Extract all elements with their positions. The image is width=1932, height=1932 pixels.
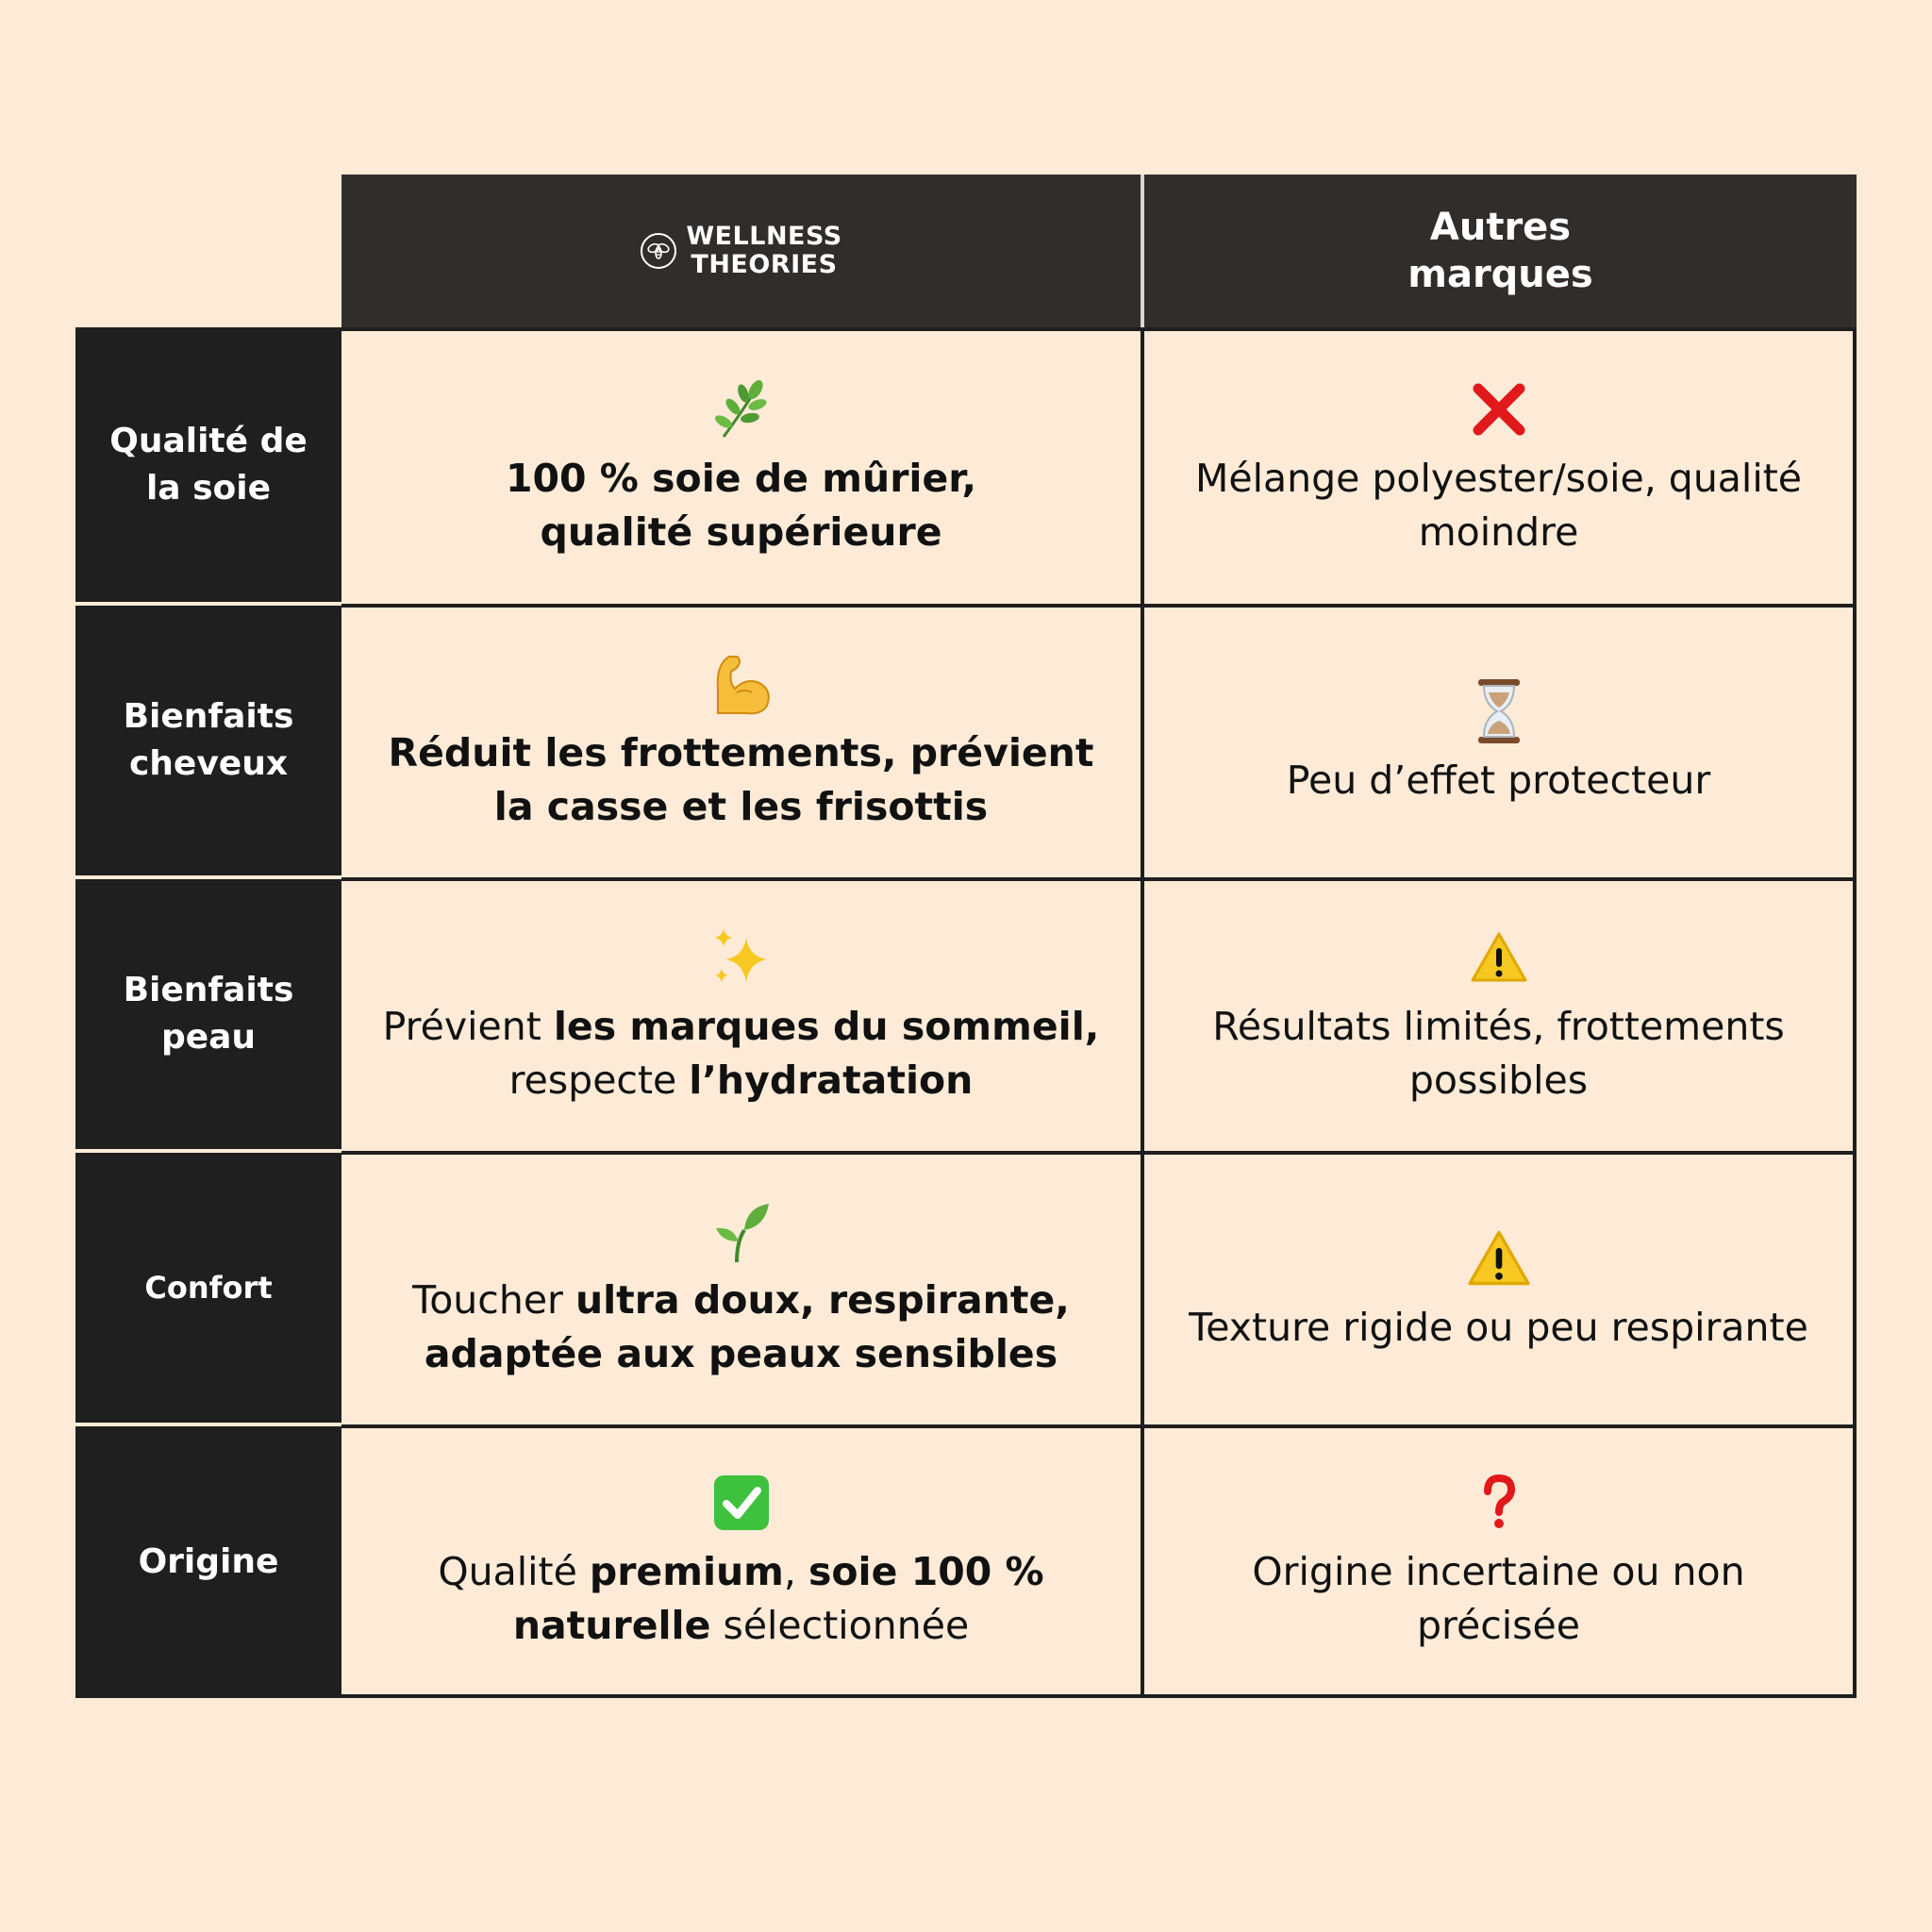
other-cell-origine: Origine incertaine ou non précisée (1144, 1424, 1857, 1698)
brand-text-peau: Prévient les marques du sommeil, respect… (374, 1000, 1109, 1108)
text-segment: Réduit les frottements, prévient (388, 730, 1094, 775)
text-segment: qualité supérieure (540, 508, 942, 555)
brand-name-line1: WELLNESS (686, 222, 842, 251)
comparison-table: WELLNESS THEORIES Autres marques Qualité… (75, 175, 1857, 1698)
other-text-peau: Résultats limités, frottements possibles (1212, 1004, 1785, 1103)
brand-text-confort: Toucher ultra doux, respirante, adaptée … (374, 1274, 1109, 1381)
text-segment: Qualité (438, 1549, 590, 1594)
brand-cell-cheveux: Réduit les frottements, prévient la cass… (341, 604, 1144, 877)
text-segment: les marques du sommeil, (553, 1004, 1100, 1049)
text-segment: Toucher (412, 1277, 575, 1323)
other-cell-cheveux: Peu d’effet protecteur (1144, 604, 1857, 877)
sparkles-icon (708, 924, 774, 991)
text-segment: , (783, 1549, 808, 1594)
other-text-origine: Origine incertaine ou non précisée (1252, 1549, 1745, 1648)
other-text-cheveux: Peu d’effet protecteur (1286, 757, 1711, 803)
text-segment: l’hydratation (689, 1058, 974, 1103)
brand-cell-peau: Prévient les marques du sommeil, respect… (341, 877, 1144, 1151)
hourglass-icon (1466, 678, 1532, 744)
bee-logo-icon (641, 233, 677, 269)
row-label-confort: Confort (75, 1149, 341, 1423)
cross-mark-icon (1466, 376, 1532, 442)
text-segment: respecte (508, 1058, 690, 1103)
brand-text-origine: Qualité premium, soie 100 % naturelle sé… (374, 1545, 1109, 1653)
brand-cell-origine: Qualité premium, soie 100 % naturelle sé… (341, 1424, 1144, 1698)
brand-text-qualite: 100 % soie de mûrier, qualité supérieure (374, 452, 1109, 559)
other-cell-peau: Résultats limités, frottements possibles (1144, 877, 1857, 1151)
text-segment: la casse et les frisottis (493, 784, 989, 829)
text-segment: 100 % soie de mûrier, (505, 455, 977, 501)
other-cell-qualite: Mélange polyester/soie, qualité moindre (1144, 327, 1857, 604)
herb-icon (708, 376, 774, 442)
brand-cell-qualite: 100 % soie de mûrier, qualité supérieure (341, 327, 1144, 604)
row-label-qualite: Qualité de la soie (75, 327, 341, 602)
other-cell-confort: Texture rigide ou peu respirante (1144, 1151, 1857, 1424)
brand-cell-confort: Toucher ultra doux, respirante, adaptée … (341, 1151, 1144, 1424)
text-segment: ultra doux, respirante, adaptée aux peau… (424, 1277, 1070, 1376)
warning-icon (1466, 924, 1532, 991)
header-wellness-theories: WELLNESS THEORIES (341, 175, 1141, 327)
other-text-qualite: Mélange polyester/soie, qualité moindre (1194, 455, 1803, 555)
header-autres-marques: Autres marques (1144, 175, 1857, 327)
brand-name: WELLNESS THEORIES (686, 223, 841, 279)
others-label: Autres marques (1407, 206, 1593, 296)
flexed-biceps-icon (708, 651, 774, 717)
text-segment: sélectionnée (710, 1603, 970, 1648)
header-divider (1141, 175, 1144, 327)
row-label-peau: Bienfaits peau (75, 875, 341, 1149)
brand-name-line2: THEORIES (691, 250, 838, 279)
text-segment: premium (589, 1549, 784, 1594)
text-segment: Prévient (382, 1004, 554, 1049)
row-label-cheveux: Bienfaits cheveux (75, 602, 341, 875)
warning-icon (1466, 1225, 1532, 1291)
question-mark-icon (1466, 1470, 1532, 1536)
other-text-confort: Texture rigide ou peu respirante (1189, 1304, 1808, 1350)
brand-text-cheveux: Réduit les frottements, prévient la cass… (374, 726, 1109, 834)
row-label-origine: Origine (75, 1423, 341, 1698)
brand-logo-lockup: WELLNESS THEORIES (641, 223, 841, 279)
check-mark-button-icon (708, 1470, 774, 1536)
seedling-icon (708, 1198, 774, 1264)
text-segment: soie 100 % naturelle (512, 1549, 1044, 1648)
